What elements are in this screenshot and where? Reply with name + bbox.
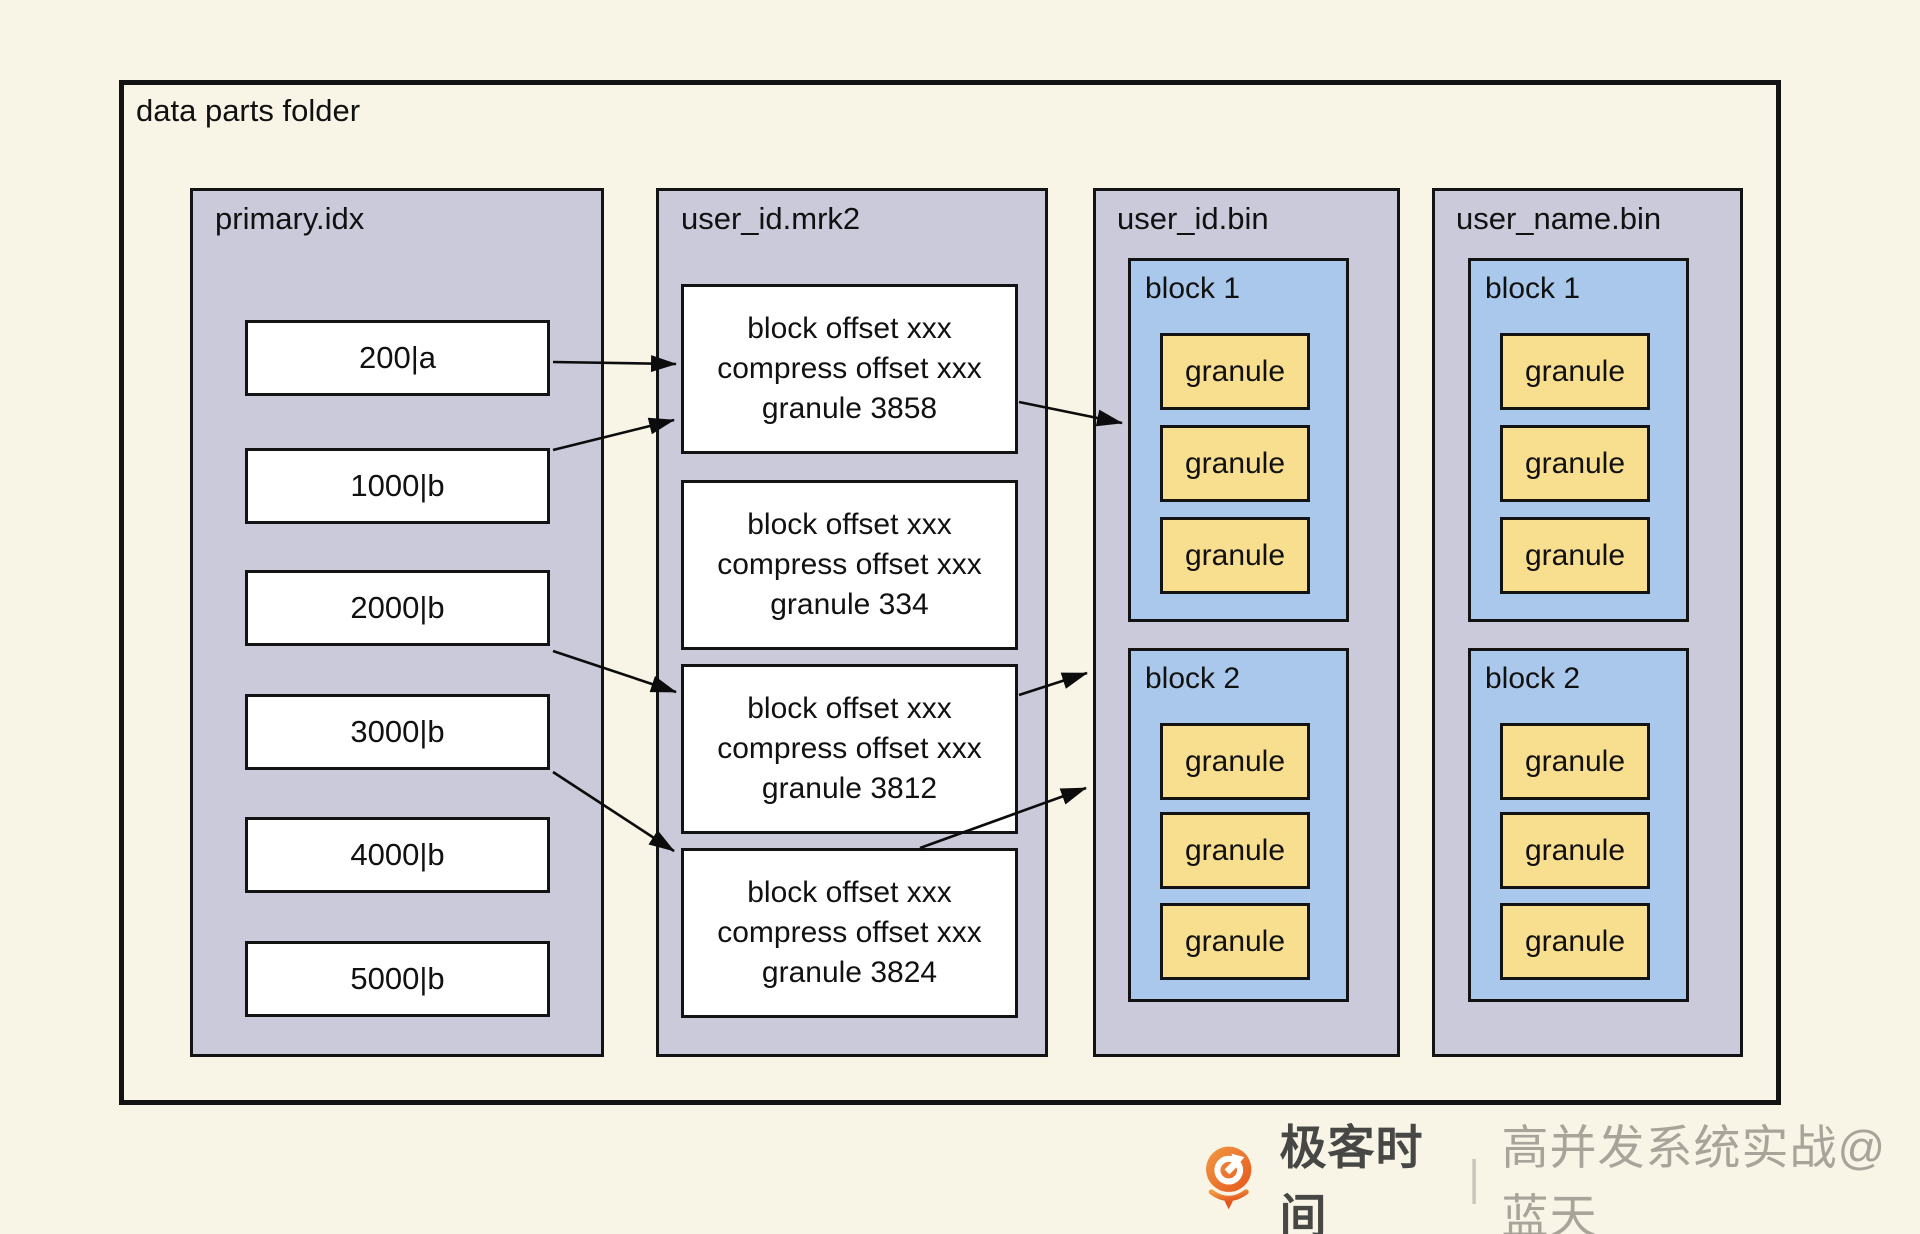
- mark-entry: block offset xxx compress offset xxx gra…: [681, 284, 1018, 454]
- brand-name: 极客时间: [1279, 1121, 1424, 1234]
- granule-label: granule: [1524, 744, 1626, 778]
- column-user-name-bin-label: user_name.bin: [1456, 201, 1662, 236]
- index-entry-label: 200|a: [358, 340, 436, 375]
- user-id-bin-block-1-label: block 1: [1145, 272, 1241, 305]
- granule-label: granule: [1184, 538, 1286, 572]
- granule-label: granule: [1184, 446, 1286, 480]
- granule-box: granule: [1160, 903, 1310, 980]
- user-name-bin-block-2-label: block 2: [1485, 662, 1581, 695]
- granule-box: granule: [1500, 333, 1650, 410]
- granule-label: granule: [1184, 744, 1286, 778]
- granule-box: granule: [1160, 723, 1310, 800]
- user-id-bin-block-2-label: block 2: [1145, 662, 1241, 695]
- mark-entry-text: block offset xxx compress offset xxx gra…: [717, 508, 982, 621]
- granule-box: granule: [1500, 425, 1650, 502]
- index-entry-label: 2000|b: [350, 590, 445, 625]
- column-primary-idx-label: primary.idx: [215, 201, 365, 236]
- column-user-id-bin-label: user_id.bin: [1117, 201, 1269, 236]
- granule-label: granule: [1524, 354, 1626, 388]
- index-entry-label: 4000|b: [350, 837, 445, 872]
- column-user-id-mrk2-label: user_id.mrk2: [681, 201, 861, 236]
- granule-box: granule: [1500, 903, 1650, 980]
- granule-label: granule: [1524, 924, 1626, 958]
- footer-brand-bar: 极客时间 | 高并发系统实战@蓝天: [1200, 1121, 1920, 1234]
- granule-box: granule: [1500, 723, 1650, 800]
- granule-box: granule: [1160, 812, 1310, 889]
- index-entry-label: 3000|b: [350, 714, 445, 749]
- index-entry: 200|a: [245, 320, 550, 396]
- granule-label: granule: [1184, 354, 1286, 388]
- granule-label: granule: [1524, 446, 1626, 480]
- index-entry: 3000|b: [245, 694, 550, 770]
- index-entry: 2000|b: [245, 570, 550, 646]
- granule-box: granule: [1160, 425, 1310, 502]
- granule-label: granule: [1524, 833, 1626, 867]
- granule-box: granule: [1500, 517, 1650, 594]
- index-entry-label: 1000|b: [350, 468, 445, 503]
- credit-text: 高并发系统实战@蓝天: [1501, 1121, 1887, 1234]
- mark-entry: block offset xxx compress offset xxx gra…: [681, 664, 1018, 834]
- granule-box: granule: [1160, 333, 1310, 410]
- granule-box: granule: [1500, 812, 1650, 889]
- index-entry-label: 5000|b: [350, 961, 445, 996]
- geektime-logo: [1206, 1146, 1252, 1210]
- index-entry: 5000|b: [245, 941, 550, 1017]
- diagram-title: data parts folder: [136, 93, 361, 128]
- index-entry: 4000|b: [245, 817, 550, 893]
- mark-entry: block offset xxx compress offset xxx gra…: [681, 848, 1018, 1018]
- mark-entry: block offset xxx compress offset xxx gra…: [681, 480, 1018, 650]
- granule-label: granule: [1184, 924, 1286, 958]
- mark-entry-text: block offset xxx compress offset xxx gra…: [717, 876, 982, 989]
- granule-label: granule: [1524, 538, 1626, 572]
- mark-entry-text: block offset xxx compress offset xxx gra…: [717, 692, 982, 805]
- index-entry: 1000|b: [245, 448, 550, 524]
- user-name-bin-block-1-label: block 1: [1485, 272, 1581, 305]
- granule-label: granule: [1184, 833, 1286, 867]
- footer-divider: |: [1468, 1150, 1480, 1205]
- granule-box: granule: [1160, 517, 1310, 594]
- mark-entry-text: block offset xxx compress offset xxx gra…: [717, 312, 982, 425]
